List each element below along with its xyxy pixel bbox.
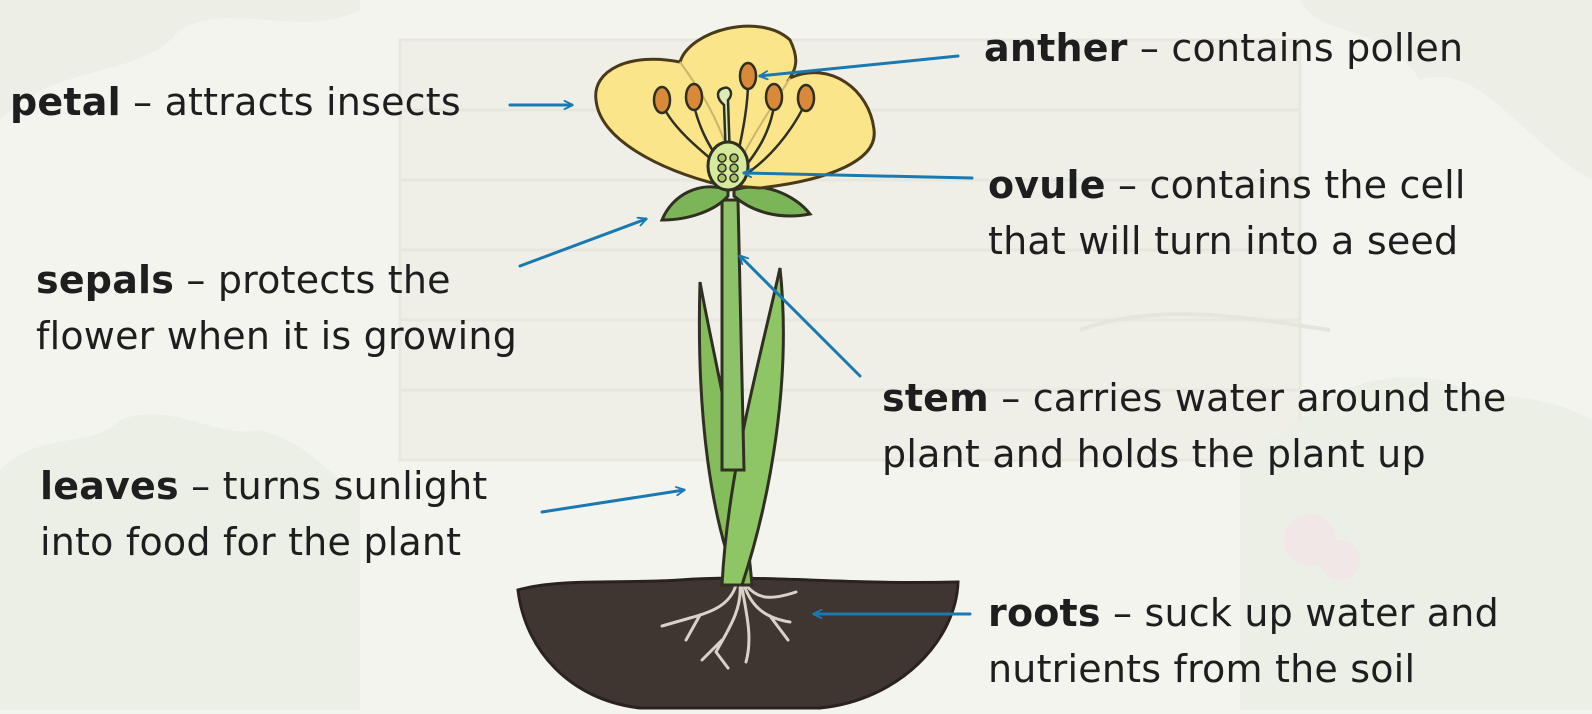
roots-desc-line-2: nutrients from the soil	[988, 641, 1499, 697]
leaves-desc-line-1: – turns sunlight	[191, 464, 487, 508]
leaves-term: leaves	[40, 464, 179, 508]
leaves-desc-line-2: into food for the plant	[40, 514, 487, 570]
ovule-desc-line-1: – contains the cell	[1118, 163, 1466, 207]
ovary-illustration	[708, 142, 748, 190]
roots-term: roots	[988, 591, 1101, 635]
stem-label: stem – carries water around the plant an…	[882, 370, 1506, 482]
ovule-desc-line-2: that will turn into a seed	[988, 213, 1466, 269]
stem-desc-line-2: plant and holds the plant up	[882, 426, 1506, 482]
petal-term: petal	[10, 80, 121, 124]
petal-label: petal – attracts insects	[10, 74, 461, 130]
roots-desc-line-1: – suck up water and	[1113, 591, 1499, 635]
anther-term: anther	[984, 26, 1128, 70]
stem-desc-line-1: – carries water around the	[1001, 376, 1506, 420]
anther-label: anther – contains pollen	[984, 20, 1463, 76]
roots-label: roots – suck up water and nutrients from…	[988, 585, 1499, 697]
ovule-term: ovule	[988, 163, 1106, 207]
sepals-desc-line-1: – protects the	[186, 258, 450, 302]
petal-desc-line-1: – attracts insects	[133, 80, 461, 124]
leaves-label: leaves – turns sunlight into food for th…	[40, 458, 487, 570]
stem-term: stem	[882, 376, 989, 420]
anther-desc-line-1: – contains pollen	[1140, 26, 1463, 70]
sepals-label: sepals – protects the flower when it is …	[36, 252, 517, 364]
sepals-term: sepals	[36, 258, 174, 302]
ovule-label: ovule – contains the cell that will turn…	[988, 157, 1466, 269]
sepals-desc-line-2: flower when it is growing	[36, 308, 517, 364]
